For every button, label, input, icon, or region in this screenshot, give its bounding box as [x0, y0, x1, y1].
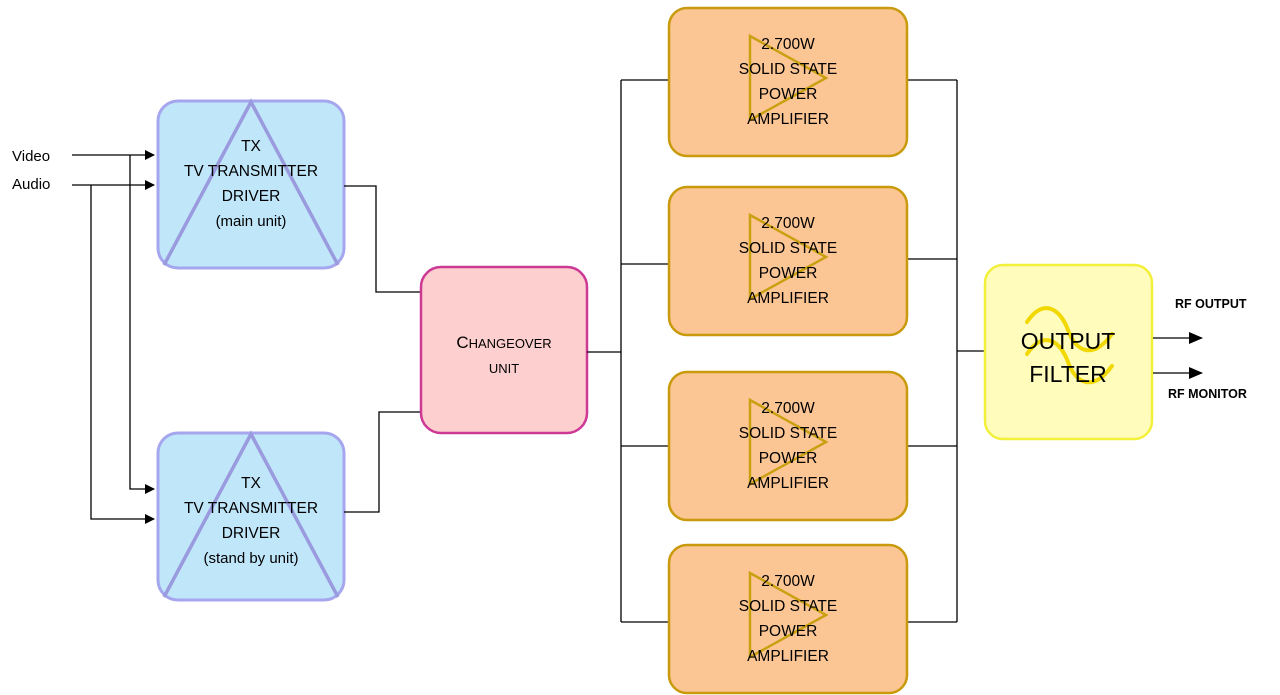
amp1-line4: AMPLIFIER	[747, 111, 829, 128]
driver-output-wiring	[344, 185, 421, 513]
rf-output-label: RF OUTPUT	[1175, 297, 1247, 311]
audio-label: Audio	[12, 176, 50, 193]
driver-standby-line4: (stand by unit)	[203, 550, 298, 567]
amp3-line4: AMPLIFIER	[747, 475, 829, 492]
amplifier-block-1: 2.700W SOLID STATE POWER AMPLIFIER	[667, 6, 909, 158]
changeover-cap: C	[456, 333, 468, 352]
amplifier-triangle-icon	[748, 33, 829, 123]
driver-block-standby: TX TV TRANSMITTER DRIVER (stand by unit)	[156, 430, 346, 602]
changeover-rest: HANGEOVER	[469, 336, 552, 351]
filter-box	[983, 263, 1154, 441]
amp4-line3: POWER	[759, 623, 818, 640]
driver-main-output-line	[344, 185, 421, 293]
amp1-line2: SOLID STATE	[739, 61, 837, 78]
amp2-line3: POWER	[759, 265, 818, 282]
driver-main-line1: TX	[241, 138, 261, 155]
amplifier-block-2: 2.700W SOLID STATE POWER AMPLIFIER	[667, 185, 909, 337]
filter-line2: FILTER	[1029, 361, 1107, 387]
driver-block-main: TX TV TRANSMITTER DRIVER (main unit)	[156, 98, 346, 270]
amp1-box	[667, 6, 909, 158]
rf-monitor-label: RF MONITOR	[1168, 387, 1247, 401]
video-label: Video	[12, 148, 50, 165]
amp4-box	[667, 543, 909, 695]
output-filter-block: OUTPUT FILTER	[983, 263, 1154, 441]
amp1-line1: 2.700W	[761, 36, 815, 53]
driver-standby-line2: TV TRANSMITTER	[184, 500, 318, 517]
amp2-line1: 2.700W	[761, 215, 815, 232]
amp1-line3: POWER	[759, 86, 818, 103]
input-wiring	[72, 150, 155, 524]
audio-branch-line	[90, 185, 155, 524]
driver-main-line3: DRIVER	[222, 188, 281, 205]
driver-standby-output-line	[344, 411, 421, 513]
rf-output-wiring	[1153, 332, 1203, 379]
amplifier-triangle-icon	[748, 570, 829, 660]
amp2-box	[667, 185, 909, 337]
changeover-unit-block: CHANGEOVER UNIT	[419, 265, 589, 435]
driver-standby-line3: DRIVER	[222, 525, 281, 542]
video-branch-line	[129, 155, 155, 494]
amp3-box	[667, 370, 909, 522]
amplifier-triangle-icon	[162, 98, 340, 266]
changeover-line1: CHANGEOVER	[456, 333, 551, 352]
driver-main-line4: (main unit)	[216, 213, 287, 230]
amp3-line1: 2.700W	[761, 400, 815, 417]
amplifier-block-4: 2.700W SOLID STATE POWER AMPLIFIER	[667, 543, 909, 695]
driver-main-box	[156, 99, 346, 270]
amplifier-block-3: 2.700W SOLID STATE POWER AMPLIFIER	[667, 370, 909, 522]
driver-standby-line1: TX	[241, 475, 261, 492]
amp3-line3: POWER	[759, 450, 818, 467]
amplifier-triangle-icon	[748, 397, 829, 487]
amp2-line4: AMPLIFIER	[747, 290, 829, 307]
amp3-line2: SOLID STATE	[739, 425, 837, 442]
amplifier-triangle-icon	[748, 212, 829, 302]
amp2-line2: SOLID STATE	[739, 240, 837, 257]
filter-line1: OUTPUT	[1021, 328, 1116, 354]
amp4-line2: SOLID STATE	[739, 598, 837, 615]
changeover-line2: UNIT	[489, 361, 519, 376]
changeover-box	[419, 265, 589, 435]
driver-main-line2: TV TRANSMITTER	[184, 163, 318, 180]
amplifier-bus-wiring	[587, 79, 985, 623]
amp4-line4: AMPLIFIER	[747, 648, 829, 665]
amp4-line1: 2.700W	[761, 573, 815, 590]
filter-wave-icon	[1025, 306, 1114, 385]
amplifier-triangle-icon	[162, 430, 340, 598]
